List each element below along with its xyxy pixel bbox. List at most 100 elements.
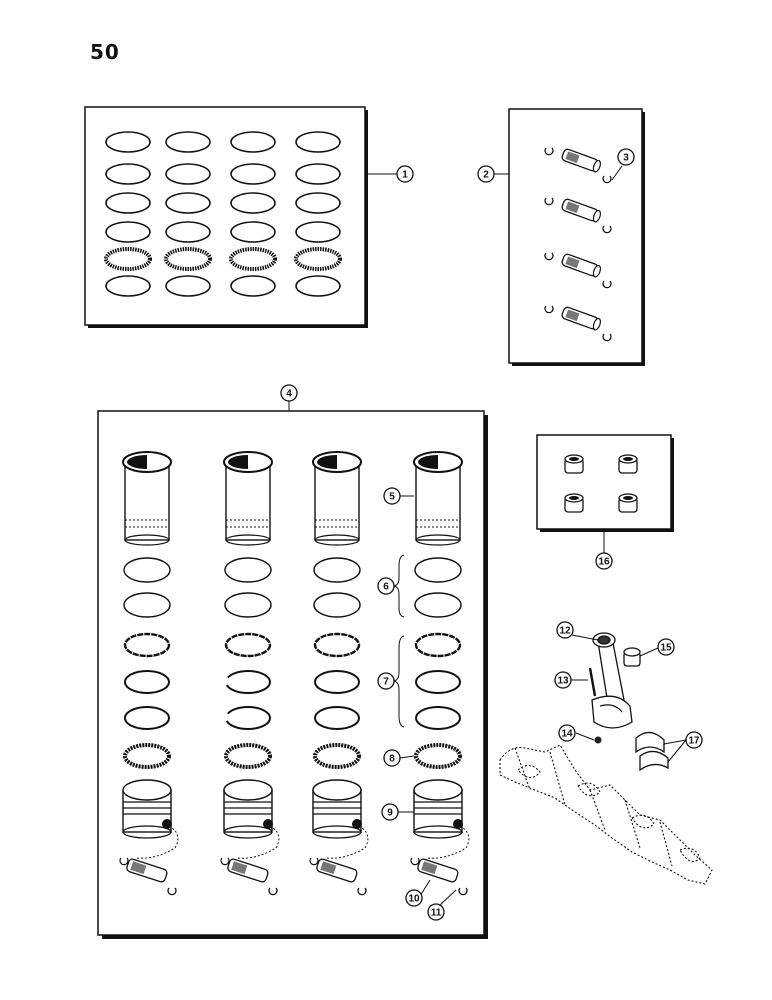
callout-label: 4 — [286, 389, 292, 400]
pin-retainer — [544, 147, 554, 156]
sleeve-seal-ring — [224, 592, 272, 618]
pin-bushing — [618, 493, 638, 513]
callout-label: 14 — [561, 729, 573, 740]
pin-retainer — [357, 887, 367, 896]
kit-column — [220, 451, 280, 896]
compression-ring — [124, 706, 170, 730]
compression-ring — [224, 632, 272, 658]
bushing-panel — [536, 434, 674, 532]
piston-ring — [295, 275, 341, 297]
piston-ring — [104, 247, 152, 271]
callout-14: 14 — [558, 724, 576, 742]
piston-ring — [165, 192, 211, 214]
piston-ring — [295, 131, 341, 153]
callout-label: 1 — [402, 170, 408, 181]
compression-ring — [314, 670, 360, 694]
piston-ring — [230, 221, 276, 243]
piston-ring — [165, 275, 211, 297]
piston-ring — [295, 221, 341, 243]
callout-label: 9 — [387, 808, 393, 819]
callout-label: 11 — [431, 908, 442, 919]
callout-6: 6 — [377, 577, 395, 595]
piston-ring — [105, 131, 151, 153]
sleeve-seal-ring — [123, 557, 171, 583]
oil-ring — [224, 743, 272, 769]
piston — [413, 779, 470, 859]
ring-set-panel — [84, 106, 368, 328]
pin-retainer — [602, 333, 612, 342]
piston-ring — [230, 163, 276, 185]
pin-bushing — [564, 454, 584, 474]
piston — [223, 779, 280, 859]
sleeve-seal-ring — [224, 557, 272, 583]
oil-ring — [414, 743, 462, 769]
compression-ring — [314, 706, 360, 730]
pin-retainer — [544, 305, 554, 314]
piston-ring — [105, 275, 151, 297]
callout-label: 6 — [383, 582, 389, 593]
bushing-set — [564, 454, 638, 513]
piston-ring — [230, 131, 276, 153]
piston-pin — [561, 198, 602, 223]
rod-bushing — [623, 647, 641, 667]
pin-retainer — [602, 280, 612, 289]
callout-label: 16 — [598, 557, 610, 568]
callout-5: 5 — [383, 487, 401, 505]
sleeve-seal-ring — [123, 592, 171, 618]
pin-retainer — [268, 887, 278, 896]
callout-2: 2 — [477, 165, 495, 183]
compression-ring — [415, 706, 461, 730]
compression-ring — [415, 670, 461, 694]
pin-retainer — [544, 252, 554, 261]
piston-ring — [165, 221, 211, 243]
callout-11: 11 — [427, 903, 445, 921]
piston-pin-set — [544, 147, 612, 342]
rod-bearing-shells — [635, 731, 669, 772]
piston-pin — [316, 858, 358, 883]
connecting-rod — [588, 632, 633, 729]
sleeve-seal-ring — [414, 557, 462, 583]
sleeve-seal-ring — [313, 592, 361, 618]
pin-retainer — [544, 197, 554, 206]
kit-column — [410, 451, 470, 896]
piston-ring — [165, 131, 211, 153]
callout-17: 17 — [685, 731, 703, 749]
piston-ring — [229, 247, 277, 271]
callout-13: 13 — [554, 671, 572, 689]
piston-pin — [126, 858, 168, 883]
callout-label: 13 — [557, 676, 569, 687]
piston-pin — [561, 306, 602, 331]
pin-retainer — [602, 175, 612, 184]
piston-ring — [295, 192, 341, 214]
piston-pin — [417, 858, 459, 883]
compression-ring — [123, 632, 171, 658]
piston-pin — [561, 148, 602, 173]
cylinder-sleeve — [413, 451, 463, 546]
piston-ring-grid — [104, 131, 342, 297]
callout-9: 9 — [381, 803, 399, 821]
page-number: 50 — [90, 40, 120, 64]
piston-pin — [561, 253, 602, 278]
piston-ring — [294, 247, 342, 271]
sleeve-piston-kit-panel — [97, 410, 488, 939]
rod-nut — [594, 736, 602, 744]
callout-label: 15 — [660, 643, 672, 654]
callout-label: 3 — [623, 153, 629, 164]
compression-ring — [313, 632, 361, 658]
piston-ring — [230, 275, 276, 297]
compression-ring — [414, 632, 462, 658]
piston-ring — [105, 163, 151, 185]
callout-label: 8 — [389, 754, 395, 765]
cylinder-sleeve — [122, 451, 172, 546]
callout-12: 12 — [556, 621, 574, 639]
pin-retainer — [602, 225, 612, 234]
callout-10: 10 — [405, 889, 423, 907]
oil-ring — [123, 743, 171, 769]
callout-label: 17 — [688, 736, 700, 747]
sleeve-seal-ring — [313, 557, 361, 583]
piston — [312, 779, 369, 859]
piston-ring — [165, 163, 211, 185]
compression-ring — [225, 670, 271, 694]
